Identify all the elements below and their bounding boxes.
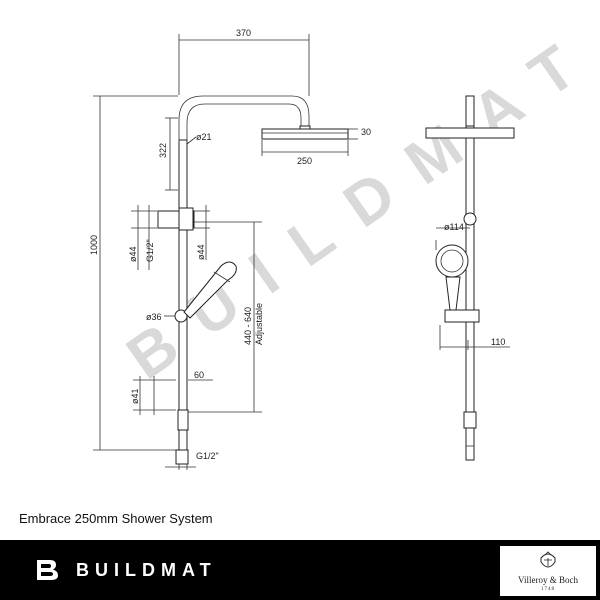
watermark-text: BUILDMAT (115, 16, 600, 393)
dim-overall-width: 370 (236, 28, 251, 38)
product-caption: Embrace 250mm Shower System (19, 511, 213, 526)
dim-adjust-label: Adjustable (254, 303, 264, 345)
dim-adjust-range: 440 - 640 (243, 307, 253, 345)
dim-head-width: 250 (297, 156, 312, 166)
side-handshower-handle (445, 276, 461, 311)
side-shower-head (425, 127, 515, 139)
dim-head-drop: 322 (158, 143, 168, 158)
dim-mixer-diameter: ø41 (130, 388, 140, 404)
dim-handshower-diameter: ø114 (444, 222, 464, 232)
mixer-body (177, 409, 189, 431)
brand-name: BUILDMAT (76, 559, 217, 580)
side-riser (465, 97, 475, 461)
dim-outlet-offset: 60 (194, 370, 204, 380)
dim-arm-diameter: ø21 (196, 132, 212, 142)
handshower (183, 261, 237, 319)
dim-slider-diameter: ø36 (146, 312, 162, 322)
partner-logo[interactable]: Villeroy & Boch 1748 (500, 546, 596, 596)
side-head-top (465, 95, 475, 127)
shower-head (261, 128, 349, 140)
side-slider (444, 309, 480, 323)
side-view: ø114 110 (425, 95, 515, 461)
watermark: BUILDMAT (115, 16, 600, 393)
brand[interactable]: BUILDMAT (34, 557, 217, 583)
villeroy-boch-emblem-icon (540, 551, 556, 568)
upper-bracket-clamp (178, 207, 194, 231)
partner-name: Villeroy & Boch (518, 575, 578, 585)
side-mixer-nut (463, 411, 477, 429)
shower-arm (178, 95, 310, 142)
dim-bracket-diameter-left: ø44 (128, 246, 138, 262)
dim-bracket-diameter-right: ø44 (196, 244, 206, 260)
dim-head-thickness: 30 (361, 127, 371, 137)
side-bracket (463, 212, 477, 226)
dim-wall-projection: 110 (491, 337, 505, 347)
technical-drawing: BUILDMAT 370 1000 (89, 16, 600, 470)
footer-bar: BUILDMAT Villeroy & Boch 1748 (0, 540, 600, 600)
dim-inlet-thread: G1/2" (196, 451, 219, 461)
front-view: 370 1000 322 ø21 30 250 ø44 G1/2" (89, 28, 371, 470)
dim-overall-height: 1000 (89, 235, 99, 255)
shower-arm-inner (186, 103, 302, 142)
mixer-nut (175, 449, 189, 465)
dim-bracket-thread: G1/2" (145, 239, 155, 262)
partner-year: 1748 (541, 587, 555, 592)
buildmat-logo-icon (37, 560, 58, 580)
